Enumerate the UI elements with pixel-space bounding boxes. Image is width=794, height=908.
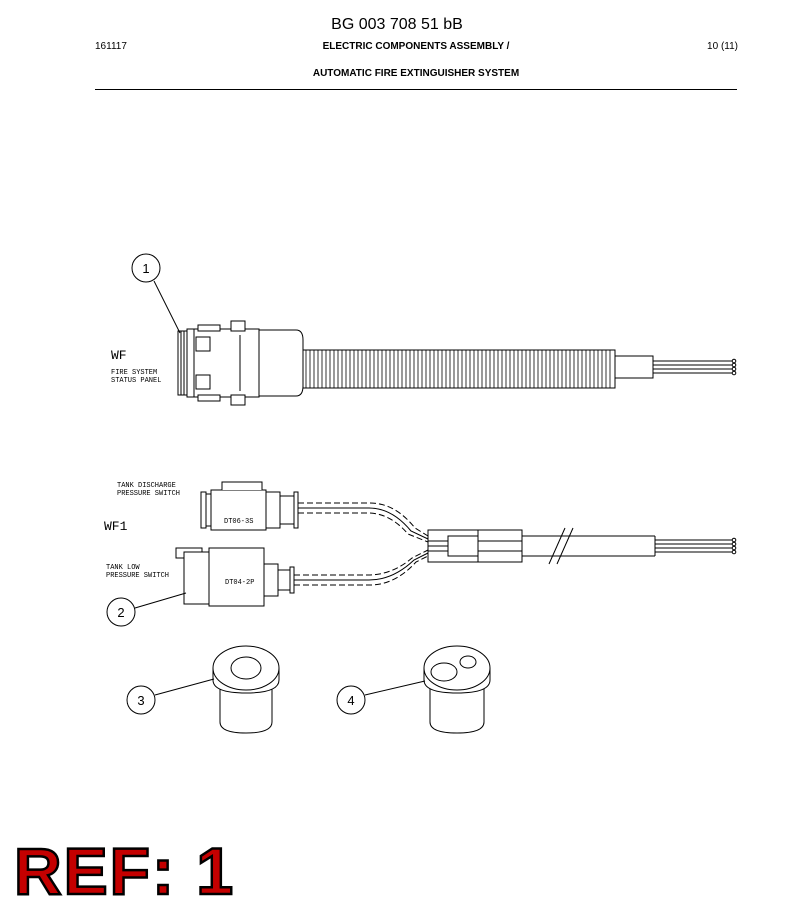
wf1-upper-label-line1: TANK DISCHARGE (117, 482, 176, 490)
svg-text:4: 4 (347, 693, 354, 708)
plug-single-hole (212, 645, 280, 734)
callout-1: 1 (131, 253, 181, 334)
document-date: 161117 (95, 41, 127, 52)
wf1-lower-label-line1: TANK LOW (106, 564, 140, 572)
wf1-harness (175, 481, 737, 607)
callout-4: 4 (336, 680, 426, 715)
wf1-lower-label-line2: PRESSURE SWITCH (106, 572, 169, 580)
page-title-line1: ELECTRIC COMPONENTS ASSEMBLY / (322, 41, 510, 52)
callout-3: 3 (126, 678, 215, 715)
wf1-upper-connector: DT06-3S (224, 518, 253, 526)
page-number: 10 (11) (707, 41, 738, 52)
wf-desc-line2: STATUS PANEL (111, 377, 161, 385)
plug-double-hole (423, 645, 491, 734)
svg-text:2: 2 (117, 605, 124, 620)
wf1-code: WF1 (104, 519, 128, 534)
header-rule (95, 89, 737, 90)
wf1-upper-label-line2: PRESSURE SWITCH (117, 490, 180, 498)
document-number: BG 003 708 51 bB (331, 16, 463, 33)
page-title-line2: AUTOMATIC FIRE EXTINGUISHER SYSTEM (312, 68, 520, 79)
ref-label: REF: 1 (13, 834, 236, 908)
svg-text:3: 3 (137, 693, 144, 708)
wf-desc-line1: FIRE SYSTEM (111, 369, 157, 377)
wf1-lower-connector: DT04-2P (225, 579, 254, 587)
svg-text:1: 1 (142, 261, 149, 276)
callout-2: 2 (106, 592, 187, 627)
wf-code: WF (111, 348, 127, 363)
wf-harness (177, 320, 737, 406)
